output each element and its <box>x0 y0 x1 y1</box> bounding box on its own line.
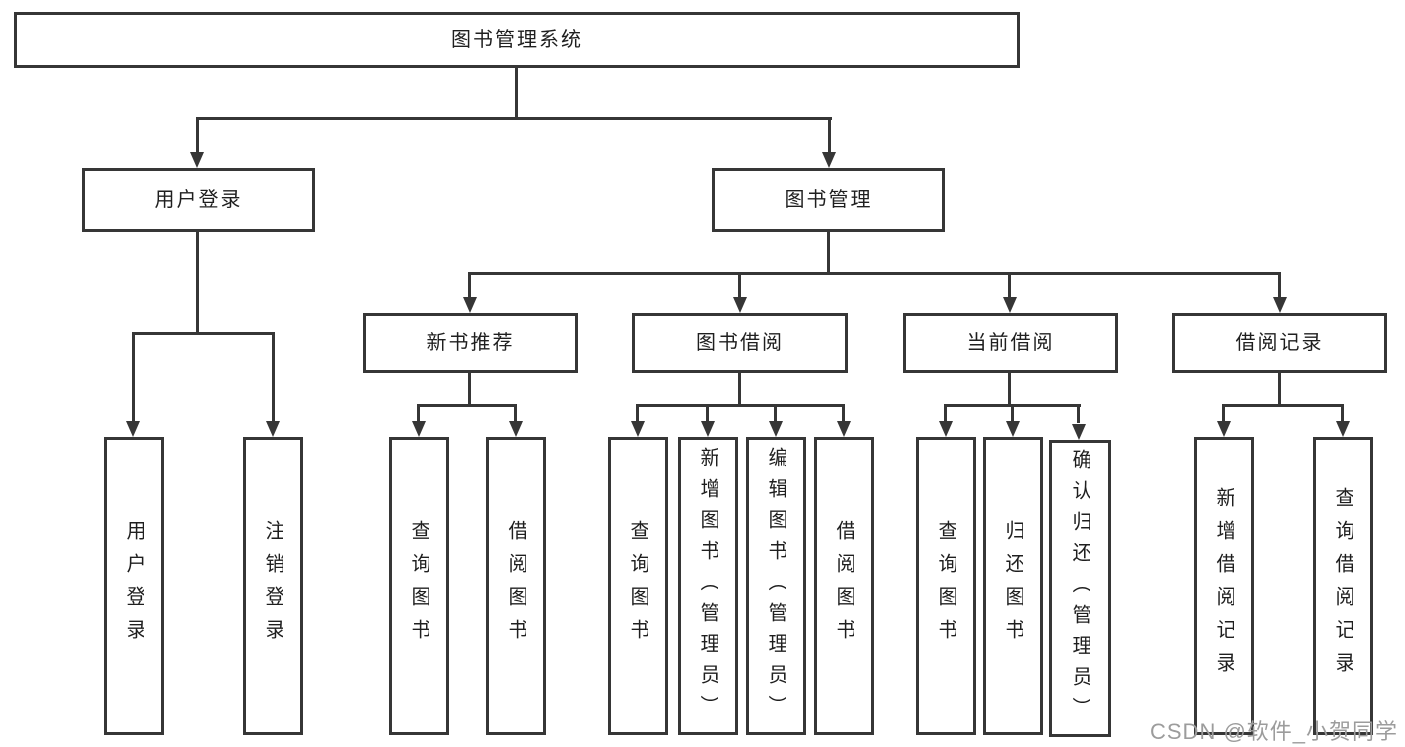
connector-vline <box>196 232 199 335</box>
csdn-watermark: CSDN @软件_小贺同学 <box>1150 719 1399 744</box>
node-current-borrowing: 当前借阅 <box>903 313 1118 373</box>
leaf-borrow-books-recommend-label: 借阅图书 <box>506 520 526 652</box>
node-borrowing-records-label: 借阅记录 <box>1235 332 1324 354</box>
connector-hline <box>468 272 1281 275</box>
connector-vline <box>132 332 135 423</box>
leaf-confirm-return-admin: 确认归还（管理员） <box>1049 440 1111 737</box>
node-book-management-label: 图书管理 <box>784 189 873 211</box>
node-book-borrowing: 图书借阅 <box>632 313 848 373</box>
arrowhead-down <box>822 152 836 168</box>
leaf-add-borrow-record-label: 新增借阅记录 <box>1214 487 1234 685</box>
arrowhead-down <box>1006 421 1020 437</box>
arrowhead-down <box>509 421 523 437</box>
arrowhead-down <box>1217 421 1231 437</box>
node-new-book-recommend: 新书推荐 <box>363 313 578 373</box>
connector-vline <box>738 373 741 407</box>
connector-hline <box>196 117 832 120</box>
node-book-borrowing-label: 图书借阅 <box>696 332 784 354</box>
arrowhead-down <box>126 421 140 437</box>
connector-vline <box>1278 272 1281 300</box>
connector-vline <box>1008 272 1011 300</box>
connector-vline <box>1278 373 1281 407</box>
node-user-login: 用户登录 <box>82 168 315 232</box>
arrowhead-down <box>837 421 851 437</box>
connector-vline <box>828 117 831 155</box>
arrowhead-down <box>701 421 715 437</box>
leaf-return-books: 归还图书 <box>983 437 1043 735</box>
node-root-label: 图书管理系统 <box>451 29 583 51</box>
leaf-borrow-books-borrowing: 借阅图书 <box>814 437 874 735</box>
connector-hline <box>417 404 517 407</box>
connector-vline <box>515 68 518 119</box>
connector-vline <box>1222 404 1225 423</box>
node-user-login-label: 用户登录 <box>154 189 243 211</box>
leaf-borrow-books-recommend: 借阅图书 <box>486 437 546 735</box>
connector-vline <box>468 272 471 300</box>
leaf-return-books-label: 归还图书 <box>1003 520 1023 652</box>
connector-vline <box>738 272 741 300</box>
leaf-add-book-admin: 新增图书（管理员） <box>678 437 738 735</box>
arrowhead-down <box>939 421 953 437</box>
leaf-add-borrow-record: 新增借阅记录 <box>1194 437 1254 735</box>
leaf-query-books-recommend: 查询图书 <box>389 437 449 735</box>
connector-vline <box>944 404 947 423</box>
leaf-edit-book-admin-label: 编辑图书（管理员） <box>766 446 786 726</box>
connector-hline <box>1222 404 1343 407</box>
connector-vline <box>706 404 709 423</box>
leaf-query-borrow-record: 查询借阅记录 <box>1313 437 1373 735</box>
leaf-borrow-books-borrowing-label: 借阅图书 <box>834 520 854 652</box>
node-current-borrowing-label: 当前借阅 <box>966 332 1055 354</box>
node-new-book-recommend-label: 新书推荐 <box>426 332 515 354</box>
connector-hline <box>132 332 275 335</box>
arrowhead-down <box>733 297 747 313</box>
leaf-logout-login: 注销登录 <box>243 437 303 735</box>
connector-vline <box>774 404 777 423</box>
connector-vline <box>1077 404 1080 423</box>
connector-vline <box>468 373 471 407</box>
arrowhead-down <box>266 421 280 437</box>
leaf-confirm-return-admin-label: 确认归还（管理员） <box>1070 449 1090 728</box>
arrowhead-down <box>463 297 477 313</box>
arrowhead-down <box>1273 297 1287 313</box>
node-book-management: 图书管理 <box>712 168 945 232</box>
connector-vline <box>1011 404 1014 423</box>
connector-vline <box>196 117 199 155</box>
leaf-query-books-borrowing-label: 查询图书 <box>628 520 648 652</box>
leaf-query-books-current-label: 查询图书 <box>936 520 956 652</box>
arrowhead-down <box>1072 424 1086 440</box>
leaf-query-books-borrowing: 查询图书 <box>608 437 668 735</box>
arrowhead-down <box>190 152 204 168</box>
arrowhead-down <box>631 421 645 437</box>
node-root: 图书管理系统 <box>14 12 1020 68</box>
arrowhead-down <box>1003 297 1017 313</box>
leaf-user-login: 用户登录 <box>104 437 164 735</box>
connector-vline <box>272 332 275 423</box>
leaf-logout-login-label: 注销登录 <box>263 520 283 652</box>
connector-vline <box>636 404 639 423</box>
connector-vline <box>842 404 845 423</box>
connector-hline <box>636 404 845 407</box>
connector-vline <box>514 404 517 423</box>
leaf-user-login-label: 用户登录 <box>124 520 144 652</box>
leaf-add-book-admin-label: 新增图书（管理员） <box>698 446 718 726</box>
leaf-query-books-recommend-label: 查询图书 <box>409 520 429 652</box>
connector-vline <box>827 232 830 275</box>
leaf-query-books-current: 查询图书 <box>916 437 976 735</box>
connector-vline <box>1341 404 1344 423</box>
connector-vline <box>1008 373 1011 407</box>
connector-vline <box>417 404 420 423</box>
node-borrowing-records: 借阅记录 <box>1172 313 1387 373</box>
leaf-query-borrow-record-label: 查询借阅记录 <box>1333 487 1353 685</box>
arrowhead-down <box>1336 421 1350 437</box>
leaf-edit-book-admin: 编辑图书（管理员） <box>746 437 806 735</box>
arrowhead-down <box>769 421 783 437</box>
arrowhead-down <box>412 421 426 437</box>
